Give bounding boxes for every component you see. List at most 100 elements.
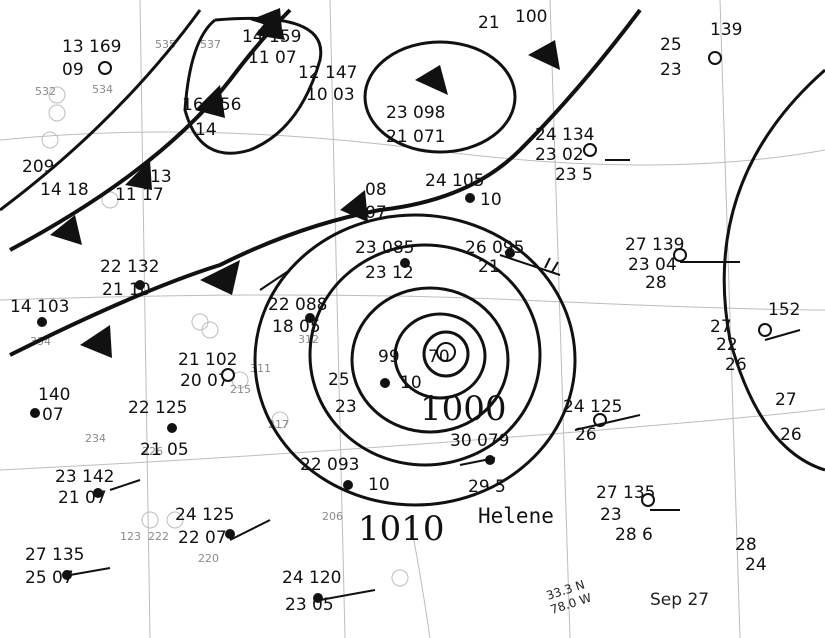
station-dot: [225, 529, 235, 539]
station-circle: [758, 323, 772, 337]
station-value: 11 07: [248, 48, 297, 68]
station-dot: [313, 593, 323, 603]
station-value: 13: [150, 167, 172, 187]
station-value: 29 5: [468, 477, 506, 497]
station-value: 25 07: [25, 568, 74, 588]
faint-number: 234: [85, 432, 106, 445]
station-plot: 99 10: [378, 347, 422, 393]
faint-number: 220: [198, 552, 219, 565]
station-value: 100: [515, 7, 547, 27]
station-dot: [30, 408, 40, 418]
station-value: 27 139: [625, 235, 684, 255]
station-value: 10: [368, 475, 390, 495]
station-value: 16 156: [182, 95, 241, 115]
station-value: 10: [400, 373, 422, 393]
station-value: 23 02: [535, 145, 584, 165]
station-plot: 22 093 10: [300, 455, 390, 495]
station-dot: [37, 317, 47, 327]
station-value: 10: [480, 190, 502, 210]
station-value: 20 07: [180, 371, 229, 391]
isobar-inner-1: [393, 312, 487, 400]
station-circle: [221, 368, 235, 382]
storm-name: Helene: [478, 504, 554, 528]
station-plot: 22 088 18 05: [268, 295, 327, 337]
station-value: 07: [365, 203, 387, 223]
station-plot: 14 103: [10, 297, 69, 327]
faint-number: 312: [298, 333, 319, 346]
station-plot: 23 085 23 12: [355, 238, 414, 283]
station-value: 23 142: [55, 467, 114, 487]
station-plot: 23 098 21 071: [386, 103, 445, 147]
station-plot: 24 105 10: [425, 171, 502, 210]
station-plot: 27 135 25 07: [25, 545, 84, 588]
faint-number: 537: [200, 38, 221, 51]
station-value: 21: [478, 257, 500, 277]
station-value: 28: [645, 273, 667, 293]
front-triangle: [80, 325, 112, 358]
station-value: 22 132: [100, 257, 159, 277]
station-value: 11 17: [115, 185, 164, 205]
station-value: 25: [328, 370, 350, 390]
station-value: 14: [195, 120, 217, 140]
station-value: 24 125: [563, 397, 622, 417]
station-value: 23 12: [365, 263, 414, 283]
station-value: 24 134: [535, 125, 594, 145]
faint-number: 206: [322, 510, 343, 523]
station-value: 27: [775, 390, 797, 410]
station-circle: [98, 61, 112, 75]
station-value: 14 159: [242, 27, 301, 47]
front-triangle: [250, 8, 282, 30]
station-value: 08: [365, 180, 387, 200]
front-triangle: [415, 65, 448, 95]
station-plot: 24 125 22 07: [175, 505, 235, 548]
station-value: 24 125: [175, 505, 234, 525]
station-plot: 22 125 21 05: [128, 398, 189, 460]
station-plot: 28 24: [735, 535, 767, 575]
station-plot: 140 07: [30, 385, 70, 425]
faint-number: 123: [120, 530, 141, 543]
station-plot: 27 22 26: [710, 317, 747, 375]
isobar-1010: [253, 213, 577, 507]
station-value: 23: [600, 505, 622, 525]
wind-barbs: [69, 159, 801, 601]
station-value: 140: [38, 385, 70, 405]
station-dot: [400, 258, 410, 268]
station-value: 22 088: [268, 295, 327, 315]
station-value: 14 18: [40, 180, 89, 200]
station-dot: [505, 248, 515, 258]
isobar-1006: [308, 243, 542, 467]
station-plot: 21 102 20 07: [178, 350, 237, 391]
upper-left-isobar: [183, 16, 323, 155]
faint-number: 222: [148, 530, 169, 543]
front-triangle: [340, 190, 368, 222]
station-value: 22 093: [300, 455, 359, 475]
station-value: 26: [725, 355, 747, 375]
station-plot: 100 21: [478, 7, 547, 33]
front-triangle: [125, 160, 152, 190]
station-value: 21 102: [178, 350, 237, 370]
station-plot: 13 169 09: [62, 37, 121, 80]
station-plot: 29 5: [468, 477, 506, 497]
station-value: 28: [735, 535, 757, 555]
hurricane-center-marker: [436, 342, 456, 362]
station-plot: 27 135 23 28 6: [596, 483, 655, 545]
isobars: [0, 9, 825, 507]
station-dot: [305, 313, 315, 323]
high-pressure-ring: [363, 40, 517, 154]
station-plot: 13 11 17: [115, 167, 172, 205]
station-value: 23: [335, 397, 357, 417]
center-pressure-label: 70: [428, 347, 450, 367]
station-value: 24 105: [425, 171, 484, 191]
storm-center: 70 1000 1010 Helene: [358, 342, 554, 549]
station-plot: 16 156 14: [182, 95, 241, 140]
isobar-inner-2: [422, 330, 470, 378]
station-plot: 24 134 23 02 23 5: [535, 125, 597, 185]
station-value: 27 135: [596, 483, 655, 503]
station-value: 28 6: [615, 525, 653, 545]
station-dot: [167, 423, 177, 433]
faint-number: 534: [92, 83, 113, 96]
station-value: 25: [660, 35, 682, 55]
station-value: 21 071: [386, 127, 445, 147]
station-plot: 25 23: [328, 370, 357, 417]
